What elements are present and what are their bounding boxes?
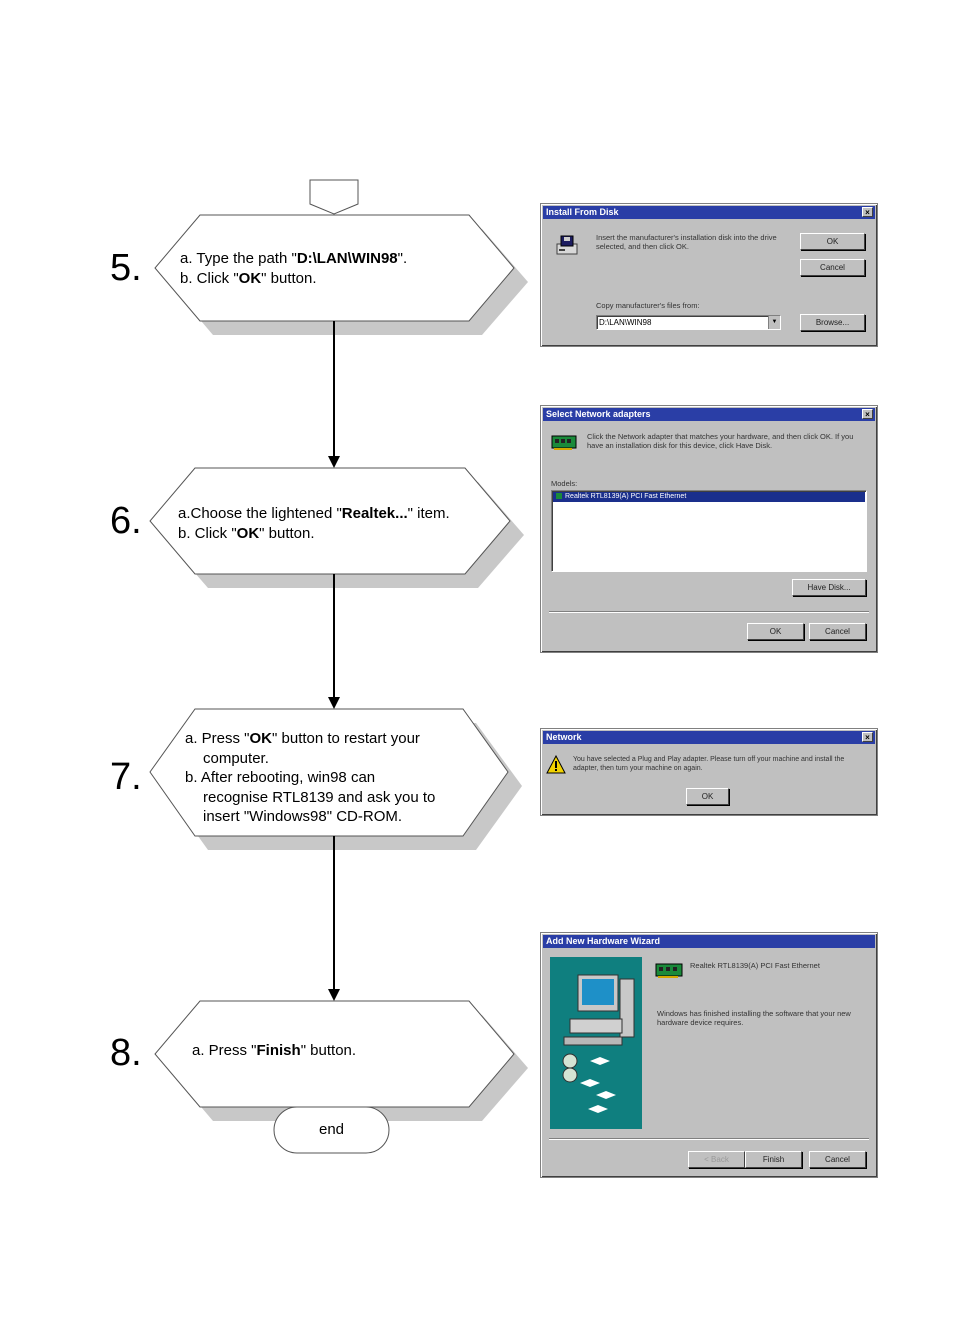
install-from-disk-message: Insert the manufacturer's installation d… — [596, 233, 777, 251]
install-from-disk-dialog: Install From Disk × Insert the manufactu… — [540, 203, 878, 347]
step8-hexagon — [154, 1000, 515, 1108]
back-button: < Back — [688, 1151, 745, 1168]
network-card-icon — [655, 963, 683, 978]
step7-line-a-cont: computer. — [203, 749, 269, 767]
arrow-6-7-head — [328, 697, 340, 709]
arrow-5-6-head — [328, 456, 340, 468]
ok-button[interactable]: OK — [686, 788, 729, 805]
step6-number: 6. — [110, 500, 142, 542]
step8-line-a: a. Press "Finish" button. — [192, 1042, 357, 1059]
step6-hexagon — [149, 467, 511, 575]
install-from-disk-titlebar: Install From Disk × — [543, 206, 875, 219]
select-network-titlebar: Select Network adapters × — [543, 408, 875, 421]
step7-text: a. Press "OK" button to restart your com… — [185, 729, 485, 827]
close-icon[interactable]: × — [862, 732, 873, 742]
network-card-icon — [551, 435, 577, 450]
cancel-button[interactable]: Cancel — [809, 1151, 866, 1168]
step5-line-b: b. Click "OK" button. — [180, 269, 317, 287]
path-combobox[interactable]: D:\LAN\WIN98 ▼ — [596, 315, 781, 330]
step5-line-a: a. Type the path "D:\LAN\WIN98". — [180, 250, 408, 267]
step7-hexagon — [149, 708, 509, 837]
close-icon[interactable]: × — [862, 207, 873, 217]
cancel-button[interactable]: Cancel — [809, 623, 866, 640]
cancel-button[interactable]: Cancel — [800, 259, 865, 276]
models-label: Models: — [551, 479, 578, 488]
step6-line-a: a.Choose the lightened "Realtek..." item… — [178, 505, 450, 522]
network-titlebar: Network × — [543, 731, 875, 744]
path-value: D:\LAN\WIN98 — [599, 318, 652, 327]
select-network-adapter-dialog: Select Network adapters × Click the Netw… — [540, 405, 878, 653]
add-hardware-titlebar: Add New Hardware Wizard — [543, 935, 875, 948]
ok-button[interactable]: OK — [800, 233, 865, 250]
step6-line-b: b. Click "OK" button. — [178, 524, 315, 542]
copy-from-label: Copy manufacturer's files from: — [596, 301, 700, 310]
step8-text: a. Press "Finish" button. — [192, 1041, 472, 1061]
separator — [549, 611, 869, 613]
step7-line-b-cont2: insert "Windows98" CD-ROM. — [203, 808, 403, 825]
wizard-message: Windows has finished installing the soft… — [657, 1009, 851, 1027]
have-disk-button[interactable]: Have Disk... — [792, 579, 866, 596]
close-icon[interactable]: × — [862, 409, 873, 419]
ok-button[interactable]: OK — [747, 623, 804, 640]
step5-hexagon — [154, 214, 515, 322]
add-new-hardware-dialog: Add New Hardware Wizard Realtek RTL8139(… — [540, 932, 878, 1178]
chevron-down-icon[interactable]: ▼ — [768, 316, 780, 329]
floppy-drive-icon — [556, 235, 578, 255]
arrow-7-8-head — [328, 989, 340, 1001]
finish-button[interactable]: Finish — [745, 1151, 802, 1168]
entry-connector — [309, 179, 359, 215]
list-item-selected[interactable]: Realtek RTL8139(A) PCI Fast Ethernet — [553, 492, 865, 502]
step7-line-a: a. Press "OK" button to restart your — [185, 730, 420, 747]
network-message: You have selected a Plug and Play adapte… — [573, 756, 845, 772]
step6-text: a.Choose the lightened "Realtek..." item… — [178, 504, 488, 543]
step5-number: 5. — [110, 247, 142, 289]
step8-number: 8. — [110, 1032, 142, 1074]
end-label: end — [318, 1121, 345, 1138]
device-name: Realtek RTL8139(A) PCI Fast Ethernet — [690, 961, 820, 970]
adapter-icon — [556, 493, 562, 500]
select-network-message: Click the Network adapter that matches y… — [587, 432, 854, 450]
models-listbox[interactable]: Realtek RTL8139(A) PCI Fast Ethernet — [551, 490, 867, 572]
step7-number: 7. — [110, 756, 142, 798]
wizard-computer-illustration — [550, 957, 642, 1129]
step7-line-b-cont1: recognise RTL8139 and ask you to — [203, 788, 436, 806]
browse-button[interactable]: Browse... — [800, 314, 865, 331]
separator — [549, 1138, 869, 1140]
warning-icon — [546, 755, 566, 774]
end-terminator — [273, 1106, 390, 1154]
step7-line-b: b. After rebooting, win98 can — [185, 769, 376, 786]
step5-text: a. Type the path "D:\LAN\WIN98". b. Clic… — [180, 249, 480, 288]
network-dialog: Network × You have selected a Plug and P… — [540, 728, 878, 816]
